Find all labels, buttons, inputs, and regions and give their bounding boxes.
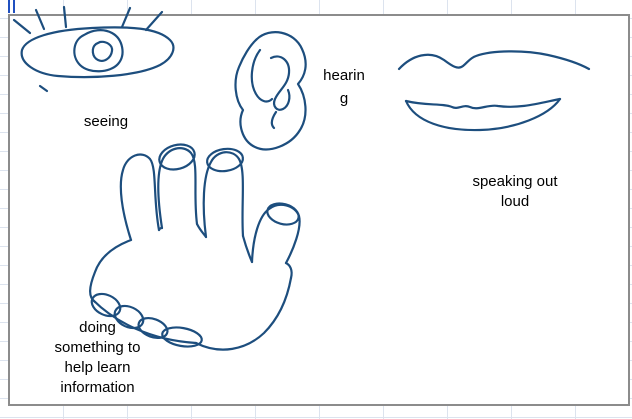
text-cursor-icon [8,0,15,13]
label-hearing: hearin g [313,64,375,110]
label-line: loud [500,193,530,210]
hand-sketch [89,143,301,351]
mouth-sketch [397,50,591,132]
label-seeing: seeing [61,112,151,132]
eye-sketch [12,5,175,93]
label-doing-something: doing something to help learn informatio… [34,318,161,398]
drawing-canvas[interactable]: seeing hearin g speaking out loud doing … [8,5,630,406]
label-line: speaking out [472,173,558,190]
label-line: doing [79,319,116,336]
label-line: something to [54,339,141,356]
label-line: seeing [83,113,129,130]
ear-sketch [234,31,307,151]
label-line: hearin [323,67,365,84]
label-line: help learn [64,359,131,376]
label-line: g [339,90,349,107]
label-line: information [60,379,135,396]
label-speaking-out-loud: speaking out loud [449,172,581,212]
